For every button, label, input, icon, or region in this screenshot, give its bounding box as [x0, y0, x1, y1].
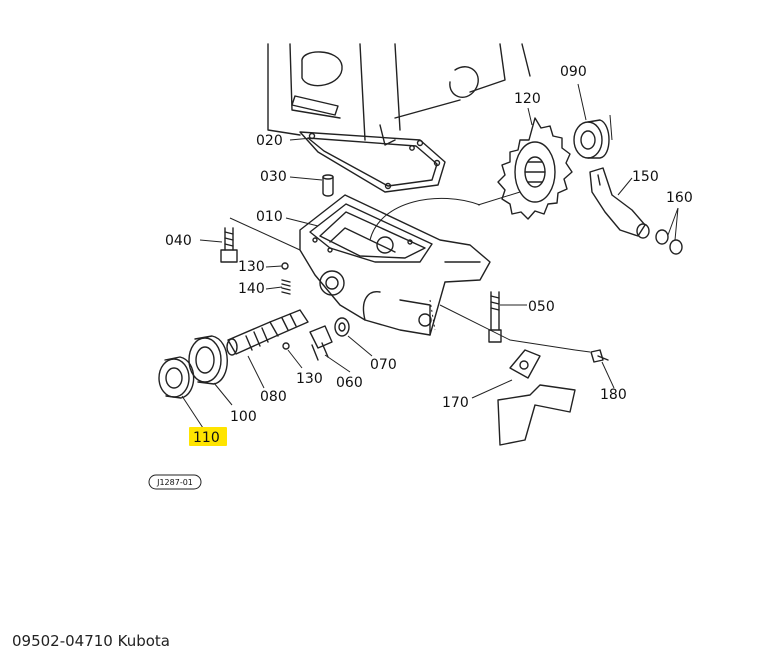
mounting-bracket	[497, 349, 576, 446]
label-part-080: 080	[260, 389, 287, 405]
splined-shaft	[226, 309, 309, 356]
bearing-100	[188, 335, 228, 385]
label-part-170: 170	[442, 395, 469, 411]
label-part-180: 180	[600, 387, 627, 403]
label-part-150: 150	[632, 169, 659, 185]
label-part-050: 050	[528, 299, 555, 315]
lever-shaft	[589, 167, 650, 239]
part-number-caption: 09502-04710 Kubota	[12, 632, 170, 650]
label-part-130-upper: 130	[238, 259, 265, 275]
label-part-020: 020	[256, 133, 283, 149]
label-part-100: 100	[230, 409, 257, 425]
label-part-030: 030	[260, 169, 287, 185]
leader-lines	[181, 83, 679, 429]
label-part-110: 110	[193, 430, 220, 446]
label-part-090: 090	[560, 64, 587, 80]
part-labels: 020 030 010 040 130 140 120 090 150 160 …	[165, 64, 693, 446]
label-part-140: 140	[238, 281, 265, 297]
gasket-plate	[299, 131, 446, 193]
spring-140	[281, 279, 291, 295]
bearing-110	[158, 356, 195, 399]
figure-code: J1287-01	[156, 478, 193, 487]
label-part-040: 040	[165, 233, 192, 249]
small-pin	[281, 262, 290, 350]
label-part-070: 070	[370, 357, 397, 373]
drain-plug	[309, 325, 333, 361]
bolt-050	[488, 291, 502, 343]
drive-gear	[497, 117, 573, 220]
label-part-120: 120	[514, 91, 541, 107]
label-part-130-lower: 130	[296, 371, 323, 387]
retaining-clip	[655, 229, 683, 255]
gear-housing	[299, 194, 491, 336]
label-part-160: 160	[666, 190, 693, 206]
figure-code-badge: J1287-01	[148, 474, 202, 490]
bolt-040	[220, 227, 238, 263]
assembly-guide-lines	[229, 114, 613, 353]
bolt-180	[590, 349, 609, 363]
bearing-090	[573, 119, 610, 159]
label-part-010: 010	[256, 209, 283, 225]
washer-070	[334, 317, 350, 337]
highlight-part-110	[189, 427, 227, 446]
label-part-060: 060	[336, 375, 363, 391]
engine-casting-outline	[267, 43, 531, 146]
dowel-pin	[322, 174, 334, 197]
